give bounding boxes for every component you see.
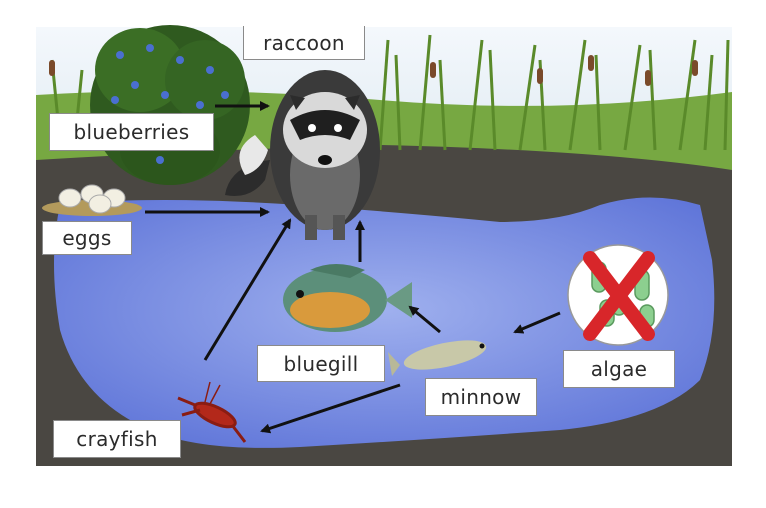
arrow-crayfish-to-raccoon xyxy=(203,218,292,361)
arrow-minnow-to-bluegill xyxy=(408,305,441,334)
food-web-arrows xyxy=(145,101,561,434)
raccoon-icon xyxy=(225,70,380,240)
crayfish-icon xyxy=(177,381,247,443)
minnow-icon xyxy=(388,340,487,376)
label-minnow: minnow xyxy=(425,378,537,416)
cattail-heads xyxy=(49,55,698,86)
arrow-algae-to-minnow xyxy=(513,311,561,334)
label-raccoon: raccoon xyxy=(243,26,365,60)
label-crayfish: crayfish xyxy=(53,420,181,458)
eggs-nest-icon xyxy=(42,184,142,216)
x-mark xyxy=(583,251,655,341)
label-eggs: eggs xyxy=(42,221,132,255)
bluegill-icon xyxy=(283,264,412,332)
algae-crossed-out-icon xyxy=(567,244,669,346)
arrow-minnow-to-crayfish xyxy=(260,383,401,434)
label-blueberries: blueberries xyxy=(49,113,214,151)
label-bluegill: bluegill xyxy=(257,345,385,382)
label-algae: algae xyxy=(563,350,675,388)
